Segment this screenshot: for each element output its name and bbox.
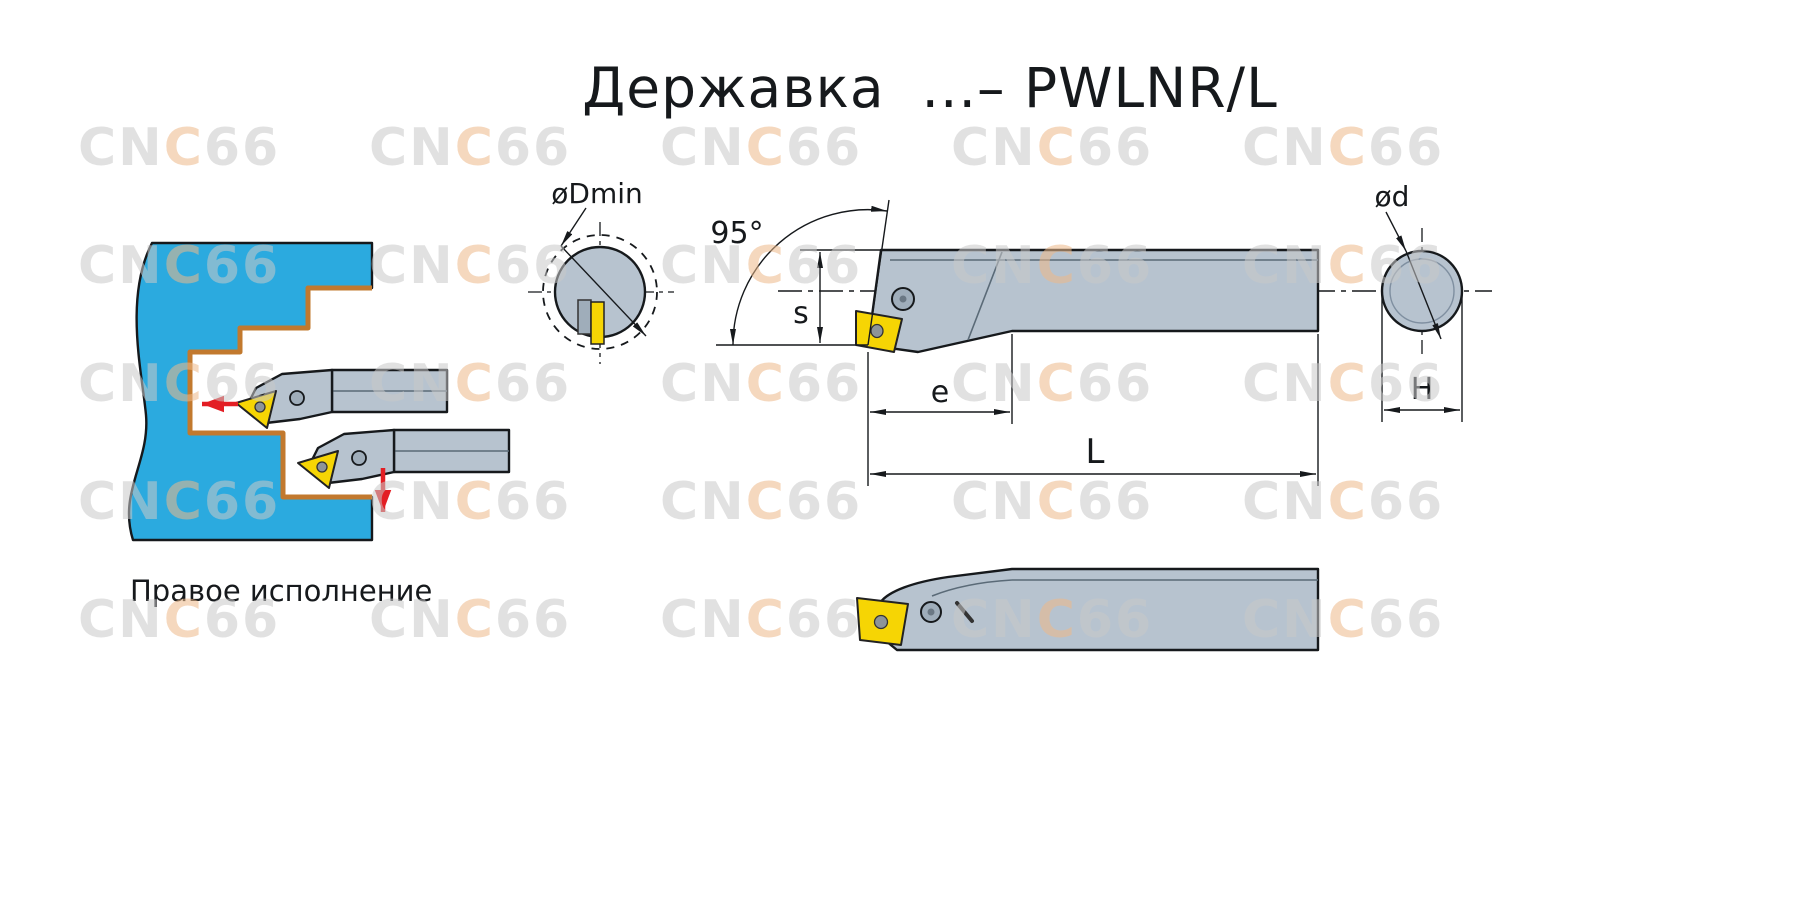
insert-end-view (590, 301, 605, 345)
cartridge-end-view (577, 299, 592, 335)
lever-lock-screw-center (899, 295, 907, 303)
main-side-view: 95° s e L (710, 199, 1492, 486)
angle-arc (729, 205, 888, 346)
d-leader-line (1385, 211, 1407, 252)
clamp-screw-top-center (927, 608, 935, 616)
shank-end-view: ød H (1375, 180, 1464, 422)
hand-version-caption: Правое исполнение (130, 574, 432, 608)
head-transition-line (967, 251, 1003, 341)
clamp-slot (955, 601, 974, 623)
angle-label: 95° (710, 216, 763, 251)
s-label: s (793, 296, 809, 331)
head-blend-line (931, 579, 1013, 597)
d-label: ød (1375, 180, 1410, 213)
insert-hole (870, 323, 884, 339)
workpiece-illustration: Правое исполнение (127, 241, 511, 608)
dmin-section-view: øDmin (528, 177, 674, 364)
tool-body-top (878, 567, 1320, 652)
page-title: Державка ...– PWLNR/L (582, 56, 1278, 120)
dmin-label: øDmin (551, 177, 643, 210)
shank-chamfer-ring (1389, 258, 1455, 324)
dmin-leader-line (560, 207, 587, 247)
boring-bar-lower (297, 428, 511, 489)
d-diameter-line (1405, 250, 1442, 340)
e-label: e (931, 375, 949, 410)
h-label: H (1411, 372, 1434, 407)
insert-hole (873, 614, 889, 630)
tool-body-side (866, 248, 1320, 354)
insert-hole (254, 401, 266, 413)
dmin-dashed-circle (542, 234, 658, 350)
machined-bore-surface (187, 285, 372, 500)
clamp-screw (289, 390, 305, 406)
insert-hole (316, 461, 328, 473)
clamp-screw (351, 450, 367, 466)
top-view (856, 567, 1320, 652)
dmin-diameter-line (560, 245, 647, 337)
l-label: L (1086, 432, 1105, 472)
boring-bar-upper (235, 368, 449, 429)
